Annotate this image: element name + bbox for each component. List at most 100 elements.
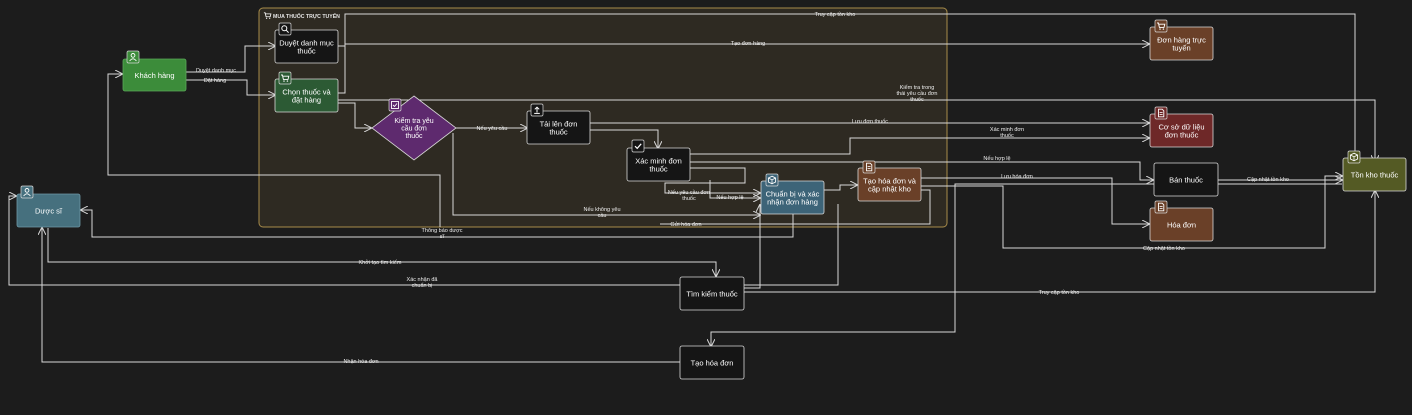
- text-line: thuốc: [649, 164, 668, 173]
- node-label: Khách hàng: [134, 71, 174, 80]
- text-line: Xác minh đơn: [990, 127, 1024, 133]
- text-line: Truy cập tồn kho: [1039, 290, 1080, 296]
- edge-cap-nhat-ton-kho-2: [921, 176, 1342, 249]
- text-line: Chọn thuốc và: [282, 87, 331, 96]
- text-line: chuẩn bị: [412, 282, 433, 289]
- text-line: cầu đơn: [401, 124, 427, 133]
- edge-tao-don-hang: [338, 44, 1149, 94]
- node-tao-hoa-don[interactable]: Tạo hóa đơn: [679, 345, 745, 380]
- node-khach-hang[interactable]: Khách hàng: [122, 50, 187, 92]
- edge-chuan-bi-to-tao: [824, 185, 857, 191]
- text-line: nhận đơn hàng: [767, 197, 818, 206]
- text-line: Lưu hóa đơn: [1001, 174, 1033, 180]
- text-line: Kiểm tra trong: [900, 84, 935, 91]
- label-nhan-hoa-don: Nhận hóa đơn: [343, 359, 378, 365]
- text-line: thuốc: [910, 97, 924, 103]
- label-cap-nhat-ton-kho-1: Cập nhật tồn kho: [1247, 177, 1289, 183]
- label-luu-hoa-don: Lưu hóa đơn: [1001, 174, 1033, 180]
- text-line: Tải lên đơn: [540, 119, 578, 128]
- text-line: Nhận hóa đơn: [343, 359, 378, 365]
- label-tao-don-hang: Tạo đơn hàng: [731, 41, 766, 47]
- text-line: Xác minh đơn: [635, 156, 682, 165]
- label-khoi-tao-tim-kiem: Khởi tạo tìm kiếm: [358, 259, 401, 266]
- node-tim-kiem[interactable]: Tìm kiếm thuốc: [679, 276, 745, 311]
- text-line: Nếu hợp lệ: [716, 195, 743, 201]
- edge-kiem-tra-trong: [338, 99, 1375, 162]
- edge-thong-bao: [81, 210, 794, 238]
- text-line: Duyệt danh mục: [279, 38, 334, 47]
- text-line: Hóa đơn: [1167, 220, 1196, 229]
- label-duyet-danh-muc: Duyệt danh mục: [196, 68, 236, 74]
- text-line: Tạo hóa đơn: [691, 358, 734, 367]
- edge-to-tao-hoa-don: [711, 183, 1342, 346]
- edge-neu-yeu-cau-don: [664, 167, 760, 193]
- text-line: Nếu hợp lệ: [983, 156, 1010, 162]
- edge-neu-hop-le-2: [709, 180, 760, 198]
- group-label: MUA THUỐC TRỰC TUYẾN: [273, 13, 340, 20]
- edge-khach-to-tao: [107, 74, 441, 227]
- text-line: cầu: [598, 213, 607, 219]
- text-line: Khởi tạo tìm kiếm: [358, 259, 401, 266]
- text-line: thuốc: [297, 46, 316, 55]
- text-line: Cơ sở dữ liệu: [1158, 122, 1204, 131]
- text-line: Lưu đơn thuốc: [852, 119, 888, 125]
- label-dat-hang: Đặt hàng: [204, 78, 226, 84]
- text-line: thuốc: [405, 131, 423, 140]
- node-hoa-don[interactable]: Hóa đơn: [1149, 200, 1214, 242]
- edge-xac-nhan-da: [8, 196, 839, 286]
- label-cap-nhat-ton-kho-2: Cập nhật tồn kho: [1143, 246, 1185, 252]
- label-neu-hop-le-1: Nếu hợp lệ: [983, 156, 1010, 162]
- label-neu-yeu-cau: Nếu yêu cầu: [477, 126, 508, 132]
- edge-truy-cap-ton-kho-top: [338, 13, 1355, 162]
- node-label: Dược sĩ: [35, 206, 63, 215]
- text-line: Tạo đơn hàng: [731, 41, 766, 47]
- text-line: Chuẩn bị và xác: [766, 189, 820, 198]
- text-line: Tìm kiếm thuốc: [686, 289, 738, 298]
- text-line: thuốc: [682, 196, 696, 202]
- text-line: Tạo hóa đơn và: [863, 176, 917, 185]
- edge-tai-to-xac-minh: [590, 129, 658, 148]
- text-line: tuyến: [1172, 43, 1190, 52]
- text-line: Thông báo dược: [422, 228, 463, 234]
- text-line: Đơn hàng trực: [1157, 35, 1206, 44]
- text-line: Nếu yêu cầu đơn: [668, 190, 710, 196]
- edge-chon-to-kiem-tra: [338, 102, 371, 128]
- edge-tim-to-chuan-bi: [744, 205, 760, 289]
- node-ton-kho[interactable]: Tồn kho thuốc: [1342, 150, 1407, 192]
- edge-nhan-hoa-don: [42, 228, 680, 363]
- node-duoc-si[interactable]: Dược sĩ: [16, 185, 81, 228]
- text-line: Nếu không yêu: [584, 207, 621, 213]
- node-label: Bán thuốc: [1169, 175, 1203, 184]
- label-luu-don-thuoc: Lưu đơn thuốc: [852, 119, 888, 125]
- edge-luu-hoa-don: [921, 177, 1149, 224]
- node-ban-thuoc[interactable]: Bán thuốc: [1153, 162, 1219, 197]
- edge-truy-cap-ton-kho-bottom: [744, 191, 1375, 293]
- text-line: thuốc: [1000, 133, 1014, 139]
- text-line: thuốc: [549, 127, 568, 136]
- text-line: Kiểm tra yêu: [394, 117, 433, 125]
- node-label: Hóa đơn: [1167, 220, 1196, 229]
